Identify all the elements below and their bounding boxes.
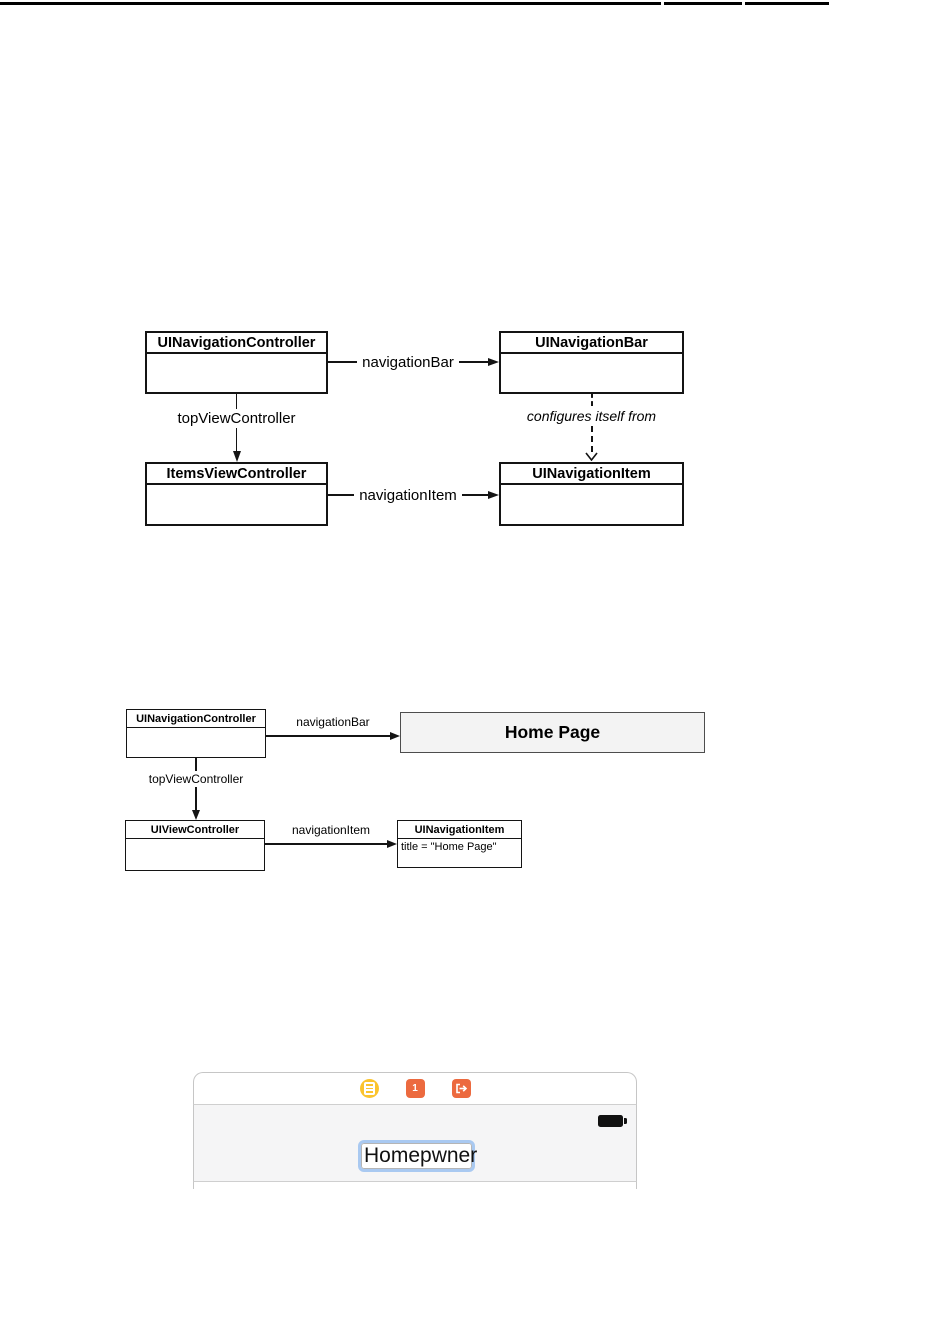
- dashed-line: [590, 393, 593, 406]
- connector-line: [195, 758, 197, 771]
- arrow-right-icon: [488, 491, 499, 499]
- uml-box-title: UINavigationController: [147, 333, 326, 354]
- connector-line: [461, 494, 488, 496]
- uml-box-uinavigationcontroller: UINavigationController: [126, 709, 266, 758]
- uml-box-title: UINavigationBar: [501, 333, 682, 354]
- header-rule-segment: [745, 2, 829, 5]
- uml-box-title: ItemsViewController: [147, 464, 326, 485]
- connector-top-view-controller: topViewController: [145, 394, 328, 462]
- open-arrow-down-icon: [585, 452, 598, 461]
- connector-line: [328, 494, 355, 496]
- exit-segue-icon: [451, 1079, 471, 1098]
- connector-label: navigationBar: [296, 715, 370, 729]
- connector-line: [458, 361, 489, 363]
- connector-navigation-bar: navigationBar: [328, 350, 500, 374]
- battery-icon: [598, 1115, 627, 1127]
- uml-box-itemsviewcontroller: ItemsViewController: [145, 462, 328, 526]
- connector-line: [265, 843, 387, 845]
- uml-box-title: UINavigationController: [127, 710, 265, 728]
- connector-navigation-bar: navigationBar: [266, 715, 400, 740]
- uml-box-uinavigationcontroller: UINavigationController: [145, 331, 328, 394]
- connector-label: navigationItem: [291, 823, 371, 837]
- uml-box-attribute: title = "Home Page": [401, 841, 497, 853]
- nav-title-value: Homepwner: [364, 1144, 478, 1167]
- connector-label: configures itself from: [523, 407, 660, 425]
- home-page-nav-bar: Home Page: [400, 712, 705, 753]
- canvas-clipped-edge: [193, 1182, 637, 1189]
- view-controller-icon: [359, 1079, 379, 1098]
- connector-top-view-controller: topViewController: [126, 758, 266, 820]
- connector-line-row: [266, 732, 400, 740]
- first-responder-cube-icon: 1: [405, 1079, 425, 1098]
- navigation-bar-canvas: Homepwner: [193, 1105, 637, 1182]
- arrow-down-icon: [232, 451, 241, 462]
- connector-line: [235, 428, 238, 451]
- uml-box-uinavigationitem: UINavigationItem title = "Home Page": [397, 820, 522, 868]
- connector-label: topViewController: [177, 410, 296, 427]
- connector-line: [235, 394, 238, 409]
- connector-line-row: [265, 840, 397, 848]
- connector-configures-itself-from: configures itself from: [499, 393, 684, 461]
- nav-title-text-field: Homepwner: [358, 1140, 478, 1172]
- uml-box-title: UINavigationItem: [501, 464, 682, 485]
- connector-navigation-item: navigationItem: [265, 823, 397, 848]
- scene-dock: 1: [193, 1072, 637, 1105]
- header-rule-segment: [0, 2, 661, 5]
- first-responder-badge: 1: [412, 1083, 418, 1094]
- uml-box-title: UINavigationItem: [398, 821, 521, 839]
- xcode-storyboard-screenshot: 1 Homepwner: [193, 1072, 637, 1190]
- header-rule-segment: [664, 2, 742, 5]
- uml-box-uiviewcontroller: UIViewController: [125, 820, 265, 871]
- arrow-right-icon: [387, 840, 397, 848]
- nav-bar-title: Home Page: [504, 722, 601, 742]
- arrow-down-icon: [192, 810, 200, 820]
- connector-line: [195, 787, 197, 810]
- connector-line: [328, 361, 358, 363]
- dashed-line: [590, 426, 593, 452]
- uml-box-title: UIViewController: [126, 821, 264, 839]
- connector-label: navigationBar: [362, 353, 454, 371]
- connector-label: topViewController: [148, 772, 244, 786]
- connector-navigation-item: navigationItem: [328, 483, 499, 507]
- connector-line: [266, 735, 390, 737]
- arrow-right-icon: [390, 732, 400, 740]
- uml-box-uinavigationitem: UINavigationItem: [499, 462, 684, 526]
- connector-label: navigationItem: [359, 486, 457, 504]
- arrow-right-icon: [488, 358, 500, 366]
- uml-box-uinavigationbar: UINavigationBar: [499, 331, 684, 394]
